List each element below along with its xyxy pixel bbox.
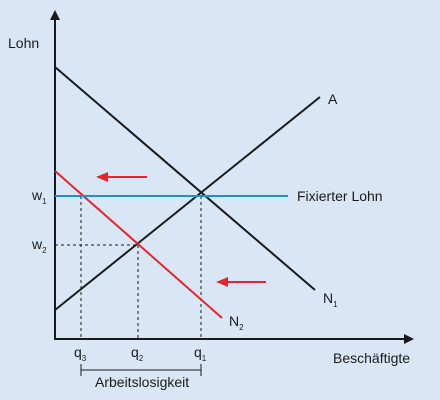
fixed-wage-label: Fixierter Lohn (297, 188, 383, 204)
unemployment-label: Arbeitslosigkeit (95, 374, 189, 390)
unemployment-bracket (80, 364, 202, 376)
y-axis-label: Lohn (8, 35, 39, 51)
quantity-q1-label: q1 (194, 344, 207, 363)
quantity-q2-label: q2 (131, 344, 144, 363)
x-axis-label: Beschäftigte (333, 350, 410, 366)
demand-n1-label: N1 (323, 290, 338, 309)
demand-curve-n1 (54, 66, 316, 291)
demand-n2-label: N2 (229, 313, 244, 332)
shift-arrow-upper (96, 172, 147, 182)
wage-w1-label: w1 (31, 187, 47, 206)
shift-arrow-lower (216, 277, 266, 287)
wage-w2-label: w2 (31, 236, 47, 255)
supply-curve-a (54, 96, 321, 311)
supply-label: A (328, 91, 338, 107)
quantity-q3-label: q3 (74, 344, 87, 363)
